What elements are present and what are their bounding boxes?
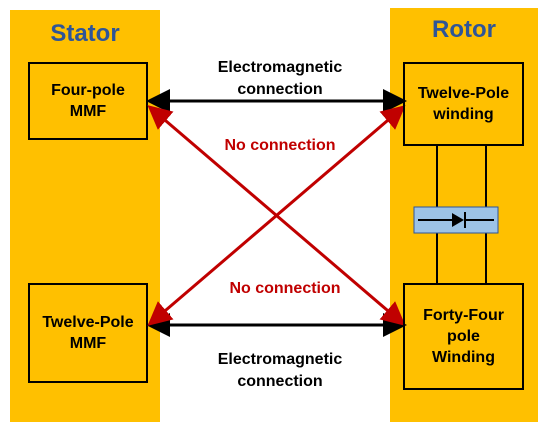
rotor-title: Rotor bbox=[432, 16, 496, 43]
no-connection-label-bottom: No connection bbox=[229, 280, 341, 297]
diode-icon bbox=[452, 213, 464, 227]
forty-four-pole-winding-box: Forty-Four pole Winding bbox=[403, 283, 524, 390]
twelve-pole-winding-box: Twelve-Pole winding bbox=[403, 62, 524, 146]
top-connection-label: Electromagnetic connection bbox=[217, 59, 343, 98]
bottom-connection-label: Electromagnetic connection bbox=[217, 351, 343, 390]
no-connection-label-top: No connection bbox=[224, 137, 336, 154]
stator-panel bbox=[10, 10, 160, 422]
no-connection-arrow-2 bbox=[147, 105, 406, 326]
stator-title: Stator bbox=[50, 20, 120, 47]
